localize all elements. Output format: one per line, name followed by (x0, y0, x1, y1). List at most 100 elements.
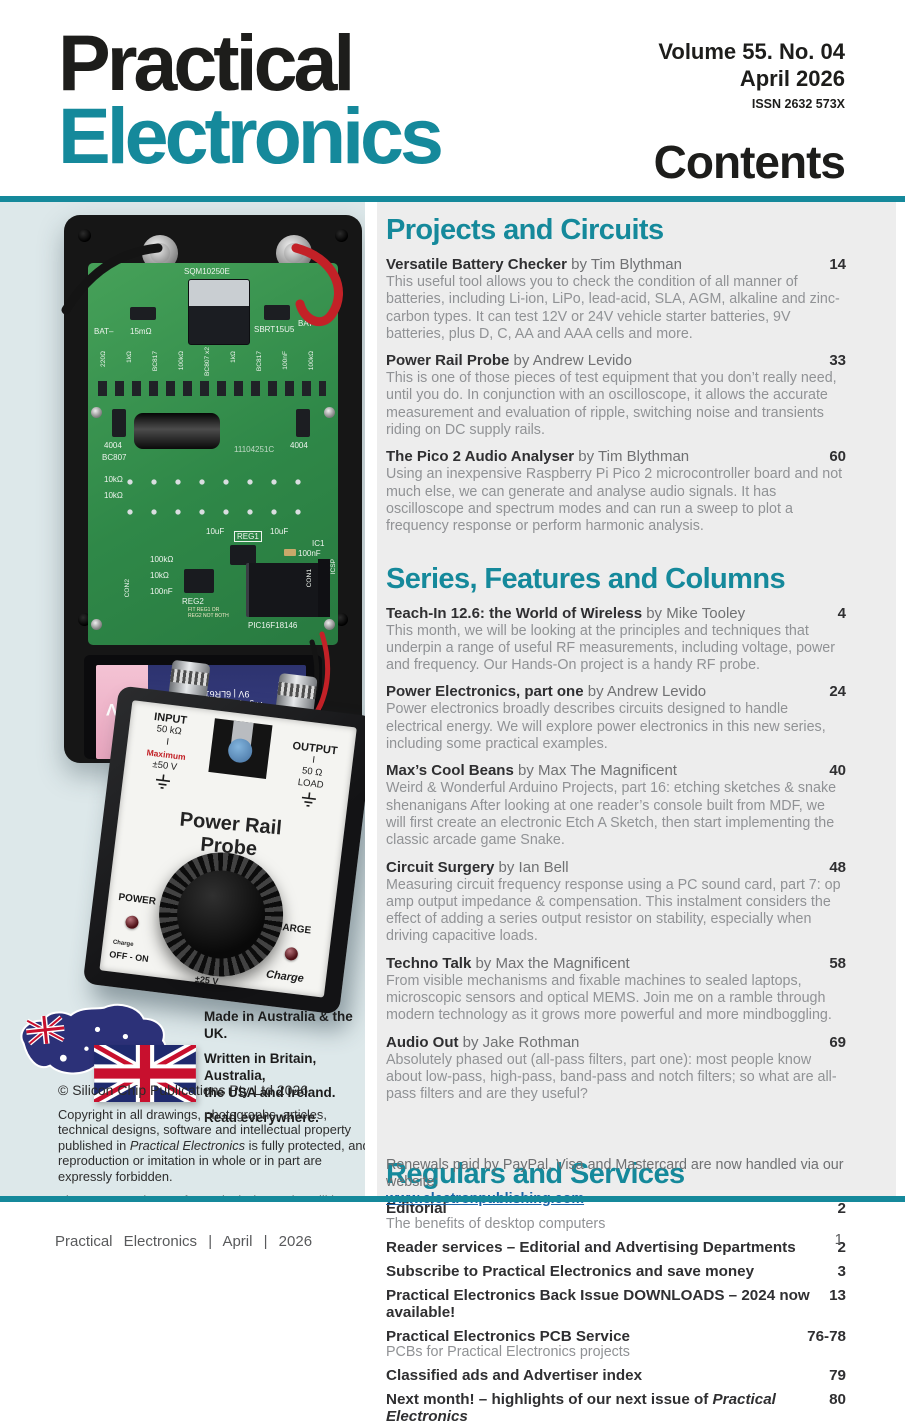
charge-script-label: Charge (265, 968, 305, 986)
pcb-label-bat-plus: BAT+ (298, 319, 318, 328)
regulars-title: Classified ads and Advertiser index (386, 1366, 643, 1384)
pcb-label-con1: CON1 (306, 569, 313, 588)
pcb-label-ic1: IC1 (312, 539, 325, 548)
pcb-label-shunt: 15mΩ (130, 327, 152, 336)
article-title: Teach-In 12.6: the World of Wireless (386, 604, 643, 622)
schottky-diode (264, 305, 290, 320)
imprint-block: © Silicon Chip Publications Pty Ltd 2026… (58, 1082, 365, 1196)
case-screw (335, 229, 348, 242)
pcb-label-con2: CON2 (124, 579, 131, 598)
pcb-row-label: 220Ω (100, 351, 107, 367)
off-on-label: OFF - ON (108, 949, 150, 964)
pcb-row-label: BC817 (152, 351, 159, 372)
pcb-row-label: BC807 x2 (204, 347, 211, 376)
volume-number: Volume 55. No. 04 (658, 39, 845, 64)
regulars-subtitle: The benefits of desktop computers (386, 1215, 606, 1232)
solder-pads (118, 475, 308, 489)
regulars-title: Editorial (386, 1199, 447, 1217)
power-label: POWER (117, 891, 157, 908)
pcb-label-diode: SBRT15U5 (254, 325, 295, 334)
article-page: 14 (829, 256, 846, 273)
issue-info: Volume 55. No. 04 April 2026 ISSN 2632 5… (653, 38, 846, 189)
logo-line2: Electronics (58, 91, 444, 180)
logo-line1: Practical (58, 18, 355, 107)
article-title: Circuit Surgery (386, 858, 495, 876)
power-rail-probe-photo: INPUT 50 kΩ I Maximum ±50 V OUTPUT I 50 … (82, 659, 365, 1015)
case-screw (78, 229, 91, 242)
article-title: Power Rail Probe (386, 352, 510, 370)
magazine-name-italic: Practical Electronics (129, 1137, 246, 1153)
pcb-label-bc807: BC807 (102, 453, 127, 462)
pcb-label: 10kΩ (104, 491, 123, 500)
pcb-row-label: 100kΩ (178, 351, 185, 371)
article-title: Versatile Battery Checker (386, 256, 567, 273)
copyright-paragraph: Copyright in all drawings, photographs, … (58, 1107, 365, 1184)
article-title: Audio Out (386, 1033, 459, 1051)
pcb-label-4004: 4004 (290, 441, 308, 450)
regulars-title: Practical Electronics Back Issue DOWNLOA… (386, 1286, 810, 1321)
solder-pads (118, 505, 308, 519)
copyright-text-2: is fully protected, and reproduction or … (58, 1137, 365, 1184)
article-page: 4 (837, 604, 846, 622)
pcb-label: 10kΩ (150, 571, 169, 580)
regulars-title: Subscribe to Practical Electronics and s… (386, 1262, 755, 1280)
made-in-line: Made in Australia & the UK. (204, 1009, 353, 1041)
article-page: 33 (829, 352, 846, 370)
regulars-row: Next month! – highlights of our next iss… (386, 1391, 846, 1425)
toc-entry: Techno Talk by Max the Magnificent 58 Fro… (386, 955, 846, 1025)
pcb-label-4004: 4004 (104, 441, 122, 450)
toc-entry: Teach-In 12.6: the World of Wireless by … (386, 605, 846, 675)
charge-small-label: Charge (112, 939, 134, 949)
regulars-title: Practical Electronics PCB Service (386, 1327, 630, 1345)
capacitor-100nf (284, 549, 296, 556)
regulars-page: 13 (829, 1286, 846, 1304)
regulars-page: 80 (829, 1390, 846, 1408)
offset-voltage: ±25 V (194, 973, 219, 987)
article-description: Power electronics broadly describes circ… (386, 701, 826, 753)
written-in-line2: the USA and Ireland. (204, 1085, 336, 1100)
article-page: 48 (829, 858, 846, 876)
pcb-label-bat-minus: BAT– (94, 327, 114, 336)
pcb-screw (324, 619, 335, 630)
article-page: 69 (829, 1033, 846, 1051)
article-author: by Andrew Levido (587, 683, 707, 701)
photo-column: SQM10250E BAT– 15mΩ SBRT15U5 BAT+ 220Ω 1… (0, 202, 365, 1196)
article-author: by Max the Magnificent (475, 954, 630, 972)
pcb-row-label: 100kΩ (308, 351, 315, 371)
issue-date: April 2026 (739, 66, 845, 91)
page-title: Contents (653, 136, 846, 188)
article-page: 58 (829, 954, 846, 972)
pcb-label-mcu: PIC16F18146 (248, 621, 298, 630)
magazine-logo: Practical Electronics (58, 18, 444, 180)
article-description: Weird & Wonderful Arduino Projects, part… (386, 780, 837, 849)
regulars-row: Reader services – Editorial and Advertis… (386, 1239, 846, 1256)
green-pcb: SQM10250E BAT– 15mΩ SBRT15U5 BAT+ 220Ω 1… (88, 263, 338, 645)
article-title: Techno Talk (386, 954, 472, 972)
written-in-line: Written in Britain, Australia, (204, 1051, 317, 1083)
article-title: Max’s Cool Beans (386, 762, 514, 780)
diode-d3 (112, 409, 126, 437)
regulars-title: Next month! – highlights of our next iss… (386, 1390, 713, 1408)
footer-magazine-date: Practical Electronics | April | 2026 (55, 1233, 313, 1250)
regulars-page: 2 (837, 1238, 846, 1256)
renewals-text: Renewals paid by PayPal, Visa and Master… (386, 1157, 844, 1190)
pcb-label-10uf: 10uF (206, 527, 225, 536)
article-description: This month, we will be looking at the pr… (386, 622, 836, 674)
bottom-divider (0, 1196, 905, 1202)
copyright-line: © Silicon Chip Publications Pty Ltd 2026 (58, 1082, 309, 1098)
probe-front-panel: INPUT 50 kΩ I Maximum ±50 V OUTPUT I 50 … (99, 700, 357, 998)
pic-microcontroller (246, 563, 326, 617)
article-description: From visible mechanisms and fixable mach… (386, 972, 832, 1024)
pcb-note: FIT REG1 OR REG2 NOT BOTH (188, 607, 229, 619)
icsp-header (318, 559, 330, 617)
section-heading-series: Series, Features and Columns (386, 562, 786, 595)
regulars-row: Practical Electronics Back Issue DOWNLOA… (386, 1287, 846, 1321)
article-description: This useful tool allows you to check the… (386, 274, 840, 342)
pcb-label-icsp: ICSP (330, 559, 337, 575)
footer-page-number: 1 (834, 1231, 843, 1248)
offset-knob (151, 845, 291, 984)
